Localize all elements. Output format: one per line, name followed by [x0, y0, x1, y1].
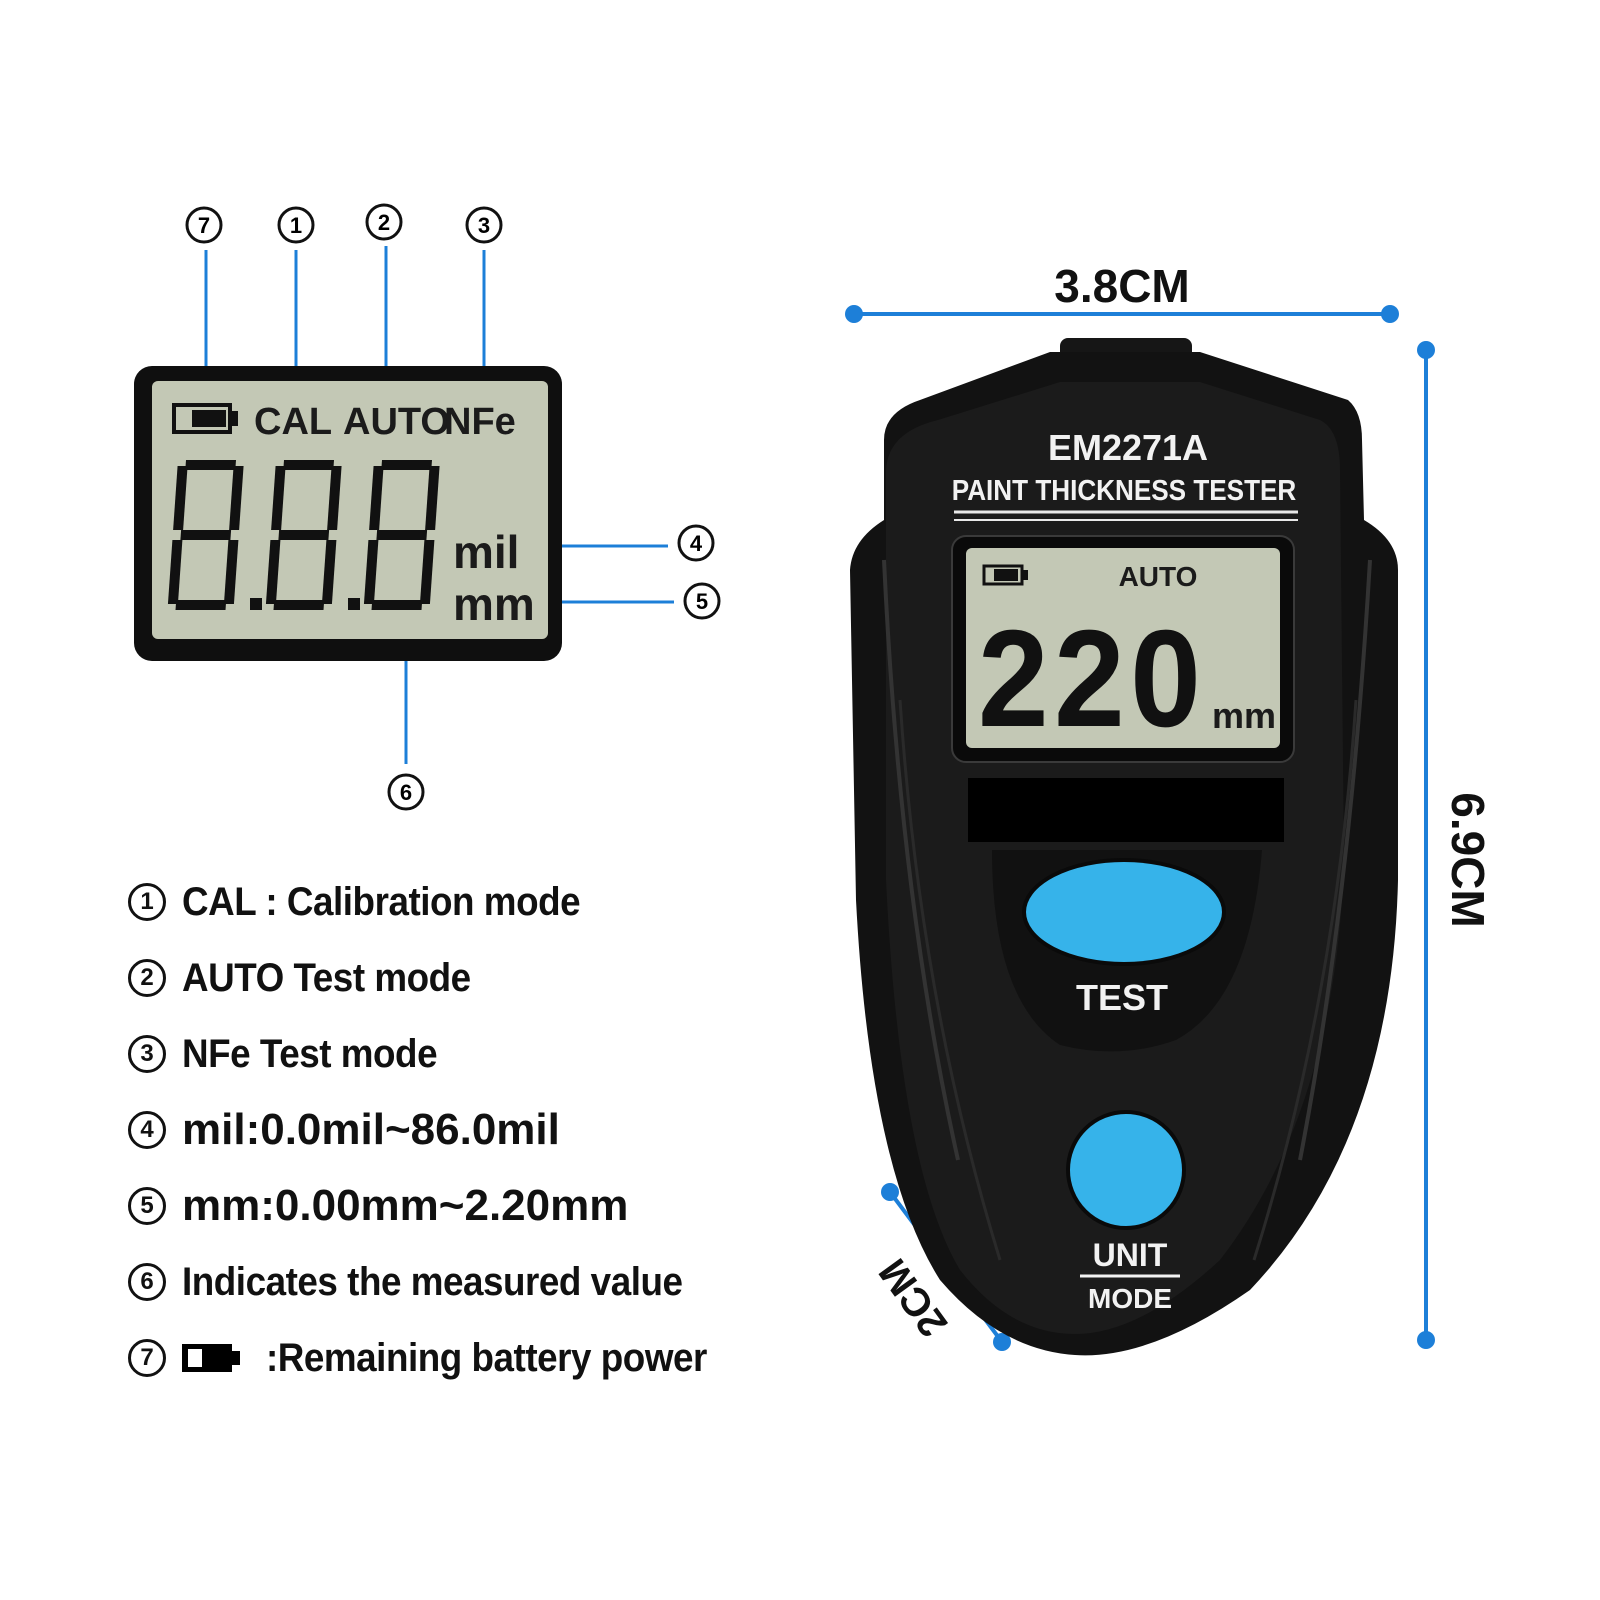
legend-item-2: 2 AUTO Test mode: [128, 948, 496, 1008]
svg-text:1: 1: [290, 213, 302, 238]
device-lcd-value: 220: [978, 602, 1206, 756]
legend-item-3: 3 NFe Test mode: [128, 1024, 459, 1084]
legend-text: AUTO Test mode: [182, 955, 471, 1000]
lcd-dot-2: [348, 598, 360, 610]
legend-number: 1: [128, 883, 166, 921]
legend-text: mm:0.00mm~2.20mm: [182, 1181, 629, 1230]
lcd-indicator-auto: AUTO: [343, 401, 450, 443]
legend-item-1: 1 CAL : Calibration mode: [128, 872, 615, 932]
legend-text: CAL : Calibration mode: [182, 879, 581, 924]
lcd-screen: [152, 381, 548, 639]
lcd-digit-1: [167, 460, 244, 610]
device-lcd-dot: [1062, 716, 1072, 726]
dimension-height-label: 6.9CM: [1442, 792, 1494, 927]
test-button[interactable]: [1022, 858, 1226, 966]
test-button-label: TEST: [1076, 977, 1168, 1018]
legend-number: 7: [128, 1339, 166, 1377]
callout-4: 4: [677, 524, 715, 562]
legend-number: 3: [128, 1035, 166, 1073]
unit-button-label: UNIT: [1093, 1237, 1168, 1273]
legend-number: 4: [128, 1111, 166, 1149]
legend-text: :Remaining battery power: [266, 1335, 707, 1380]
dimension-width: 3.8CM: [845, 260, 1399, 323]
dimension-height: 6.9CM: [1417, 341, 1494, 1349]
callout-1: 1: [277, 206, 315, 244]
lcd-indicator-cal: CAL: [254, 401, 332, 443]
device-lcd-mode: AUTO: [1119, 561, 1198, 592]
callout-3: 3: [465, 206, 503, 244]
unit-mode-button[interactable]: [1066, 1110, 1186, 1230]
mode-button-label: MODE: [1088, 1283, 1172, 1314]
device-subtitle: PAINT THICKNESS TESTER: [952, 474, 1297, 507]
label-strip: [968, 778, 1284, 842]
lcd-digits: [167, 460, 440, 610]
callout-6: 6: [387, 773, 425, 811]
device-model: EM2271A: [1048, 427, 1208, 468]
legend-item-4: 4 mil:0.0mil~86.0mil: [128, 1100, 560, 1160]
svg-text:5: 5: [696, 589, 708, 614]
svg-text:2: 2: [378, 210, 390, 235]
legend-item-5: 5 mm:0.00mm~2.20mm: [128, 1176, 628, 1236]
lcd-diagram: 7 1 2 3 4 5 6: [134, 203, 721, 811]
dimension-width-label: 3.8CM: [1054, 260, 1189, 312]
device-illustration: 3.8CM 6.9CM 2CM EM2271A PAINT THICKNESS …: [845, 260, 1494, 1356]
svg-text:3: 3: [478, 213, 490, 238]
lcd-indicator-nfe: NFe: [444, 401, 516, 443]
lcd-unit-mm: mm: [453, 578, 535, 630]
device-lcd-unit: mm: [1212, 695, 1276, 736]
legend-number: 5: [128, 1187, 166, 1225]
legend-item-6: 6 Indicates the measured value: [128, 1252, 726, 1312]
lcd-unit-mil: mil: [453, 526, 519, 578]
lcd-dot-1: [250, 598, 262, 610]
legend-text: NFe Test mode: [182, 1031, 438, 1076]
svg-text:6: 6: [400, 780, 412, 805]
device-lcd-battery-icon: [982, 564, 1028, 586]
legend-text: Indicates the measured value: [182, 1259, 683, 1304]
battery-icon: [182, 1344, 240, 1372]
svg-text:4: 4: [690, 531, 703, 556]
lcd-digit-3: [363, 460, 440, 610]
callout-5: 5: [683, 582, 721, 620]
callout-7: 7: [185, 206, 223, 244]
svg-text:7: 7: [198, 213, 210, 238]
legend-number: 2: [128, 959, 166, 997]
legend-item-7: 7 :Remaining battery power: [128, 1328, 745, 1388]
legend-text: mil:0.0mil~86.0mil: [182, 1105, 560, 1154]
legend-number: 6: [128, 1263, 166, 1301]
lcd-battery-icon: [172, 403, 238, 434]
lcd-digit-2: [265, 460, 342, 610]
device-lcd-screen: [966, 548, 1280, 748]
callout-2: 2: [365, 203, 403, 241]
